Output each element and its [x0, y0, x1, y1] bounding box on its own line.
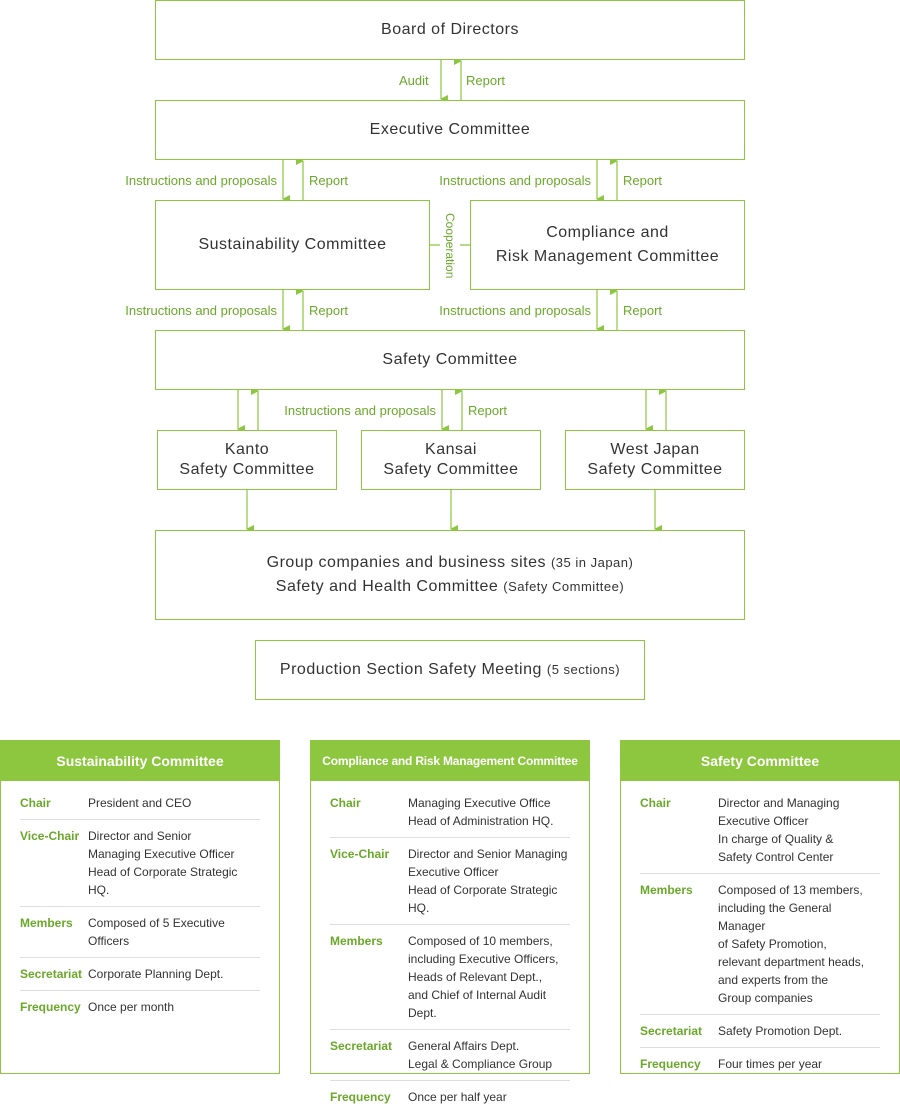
- westjapan-label-line2: Safety Committee: [587, 461, 723, 478]
- panel-row-value: Safety Promotion Dept.: [718, 1024, 843, 1038]
- panel-row-key: Frequency: [640, 1057, 701, 1071]
- report-label-comp-safety: Report: [623, 303, 663, 318]
- panel-row-value: Managing Executive Office Head of Admini…: [408, 796, 554, 828]
- panel-row-value: Composed of 13 members, including the Ge…: [718, 883, 865, 1005]
- panel-title: Sustainability Committee: [1, 741, 279, 781]
- safety-committee-label: Safety Committee: [382, 351, 518, 368]
- audit-label: Audit: [399, 73, 429, 88]
- report-label-sus-safety: Report: [309, 303, 349, 318]
- instructions-label-exec-sus: Instructions and proposals: [125, 173, 277, 188]
- panel-rows: Chair Managing Executive Office Head of A…: [311, 781, 589, 1113]
- instructions-label-comp-safety: Instructions and proposals: [439, 303, 591, 318]
- panel-row-value: General Affairs Dept. Legal & Compliance…: [408, 1039, 553, 1071]
- panel-row: Members Composed of 5 Executive Officers: [20, 907, 260, 958]
- instructions-label-safety-regional: Instructions and proposals: [284, 403, 436, 418]
- group-label-line1: Group companies and business sites: [266, 554, 547, 571]
- panel-row: Chair President and CEO: [20, 787, 260, 820]
- sustainability-committee-label: Sustainability Committee: [198, 236, 387, 253]
- panel-row: Chair Director and Managing Executive Off…: [640, 787, 880, 874]
- panel-row-value: Director and Senior Managing Executive O…: [408, 847, 568, 915]
- westjapan-safety-committee-box: West Japan Safety Committee: [565, 430, 745, 490]
- group-label-line1-note: (35 in Japan): [550, 555, 634, 570]
- compliance-label-line2: Risk Management Committee: [495, 248, 720, 265]
- panel-row-key: Secretariat: [20, 967, 83, 981]
- safety-committee-panel: Safety Committee Chair Director and Manag…: [620, 740, 900, 1074]
- production-label: Production Section Safety Meeting: [279, 661, 542, 678]
- panel-row-key: Chair: [20, 796, 51, 810]
- panel-row-value: Director and Senior Managing Executive O…: [88, 829, 238, 897]
- panel-rows: Chair President and CEO Vice-Chair Director…: [1, 781, 279, 1023]
- group-companies-box: Group companies and business sites (35 i…: [155, 530, 745, 620]
- panel-row-key: Frequency: [330, 1090, 391, 1104]
- panel-title: Safety Committee: [621, 741, 899, 781]
- kanto-safety-committee-box: Kanto Safety Committee: [157, 430, 337, 490]
- panel-row-value: President and CEO: [88, 796, 192, 810]
- panel-row-key: Secretariat: [330, 1039, 393, 1053]
- panel-row-key: Members: [640, 883, 693, 897]
- executive-committee-label: Executive Committee: [369, 121, 531, 138]
- instructions-label-exec-comp: Instructions and proposals: [439, 173, 591, 188]
- panel-row: Members Composed of 13 members, including…: [640, 874, 880, 1015]
- kansai-safety-committee-box: Kansai Safety Committee: [361, 430, 541, 490]
- kansai-label-line1: Kansai: [425, 441, 477, 458]
- safety-committee-box: Safety Committee: [155, 330, 745, 390]
- panel-row-key: Members: [20, 916, 73, 930]
- executive-committee-box: Executive Committee: [155, 100, 745, 160]
- panel-row: Chair Managing Executive Office Head of A…: [330, 787, 570, 838]
- panel-row-key: Members: [330, 934, 383, 948]
- board-of-directors-label: Board of Directors: [381, 21, 519, 38]
- panel-row: Frequency Four times per year: [640, 1048, 880, 1080]
- panel-row-value: Once per month: [88, 1000, 175, 1014]
- kanto-label-line2: Safety Committee: [179, 461, 315, 478]
- group-line2: Safety and Health Committee (Safety Comm…: [276, 575, 624, 599]
- panel-row: Vice-Chair Director and Senior Managing E…: [20, 820, 260, 907]
- report-label-board: Report: [466, 73, 506, 88]
- board-of-directors-box: Board of Directors: [155, 0, 745, 60]
- report-label-safety-regional: Report: [468, 403, 508, 418]
- instructions-label-sus-safety: Instructions and proposals: [125, 303, 277, 318]
- kanto-label-line1: Kanto: [224, 441, 270, 458]
- panel-row-key: Frequency: [20, 1000, 81, 1014]
- panel-row-key: Chair: [330, 796, 361, 810]
- panel-row-value: Corporate Planning Dept.: [88, 967, 224, 981]
- panel-title: Compliance and Risk Management Committee: [311, 741, 589, 781]
- report-label-exec-sus: Report: [309, 173, 349, 188]
- panel-row: Secretariat General Affairs Dept. Legal &…: [330, 1030, 570, 1081]
- production-section-box: Production Section Safety Meeting (5 sec…: [255, 640, 645, 700]
- panel-row: Vice-Chair Director and Senior Managing E…: [330, 838, 570, 925]
- panel-row-value: Once per half year: [408, 1090, 507, 1104]
- panel-row-key: Secretariat: [640, 1024, 703, 1038]
- compliance-label-line1: Compliance and: [546, 224, 669, 241]
- panel-row-value: Composed of 5 Executive Officers: [88, 916, 225, 948]
- panel-row-key: Vice-Chair: [20, 829, 80, 843]
- sustainability-committee-box: Sustainability Committee: [155, 200, 430, 290]
- cooperation-label: Cooperation: [440, 204, 460, 288]
- compliance-committee-panel: Compliance and Risk Management Committee…: [310, 740, 590, 1104]
- connector-lines: [237, 57, 667, 533]
- panel-row-value: Composed of 10 members, including Execut…: [408, 934, 559, 1020]
- production-label-note: (5 sections): [546, 662, 621, 677]
- panel-row-key: Chair: [640, 796, 671, 810]
- group-label-line2-note: (Safety Committee): [503, 579, 625, 594]
- panel-row-key: Vice-Chair: [330, 847, 390, 861]
- group-label-line2: Safety and Health Committee: [275, 578, 499, 595]
- panel-row: Frequency Once per half year: [330, 1081, 570, 1113]
- panel-row-value: Four times per year: [718, 1057, 823, 1071]
- panel-row: Frequency Once per month: [20, 991, 260, 1023]
- kansai-label-line2: Safety Committee: [383, 461, 519, 478]
- report-label-exec-comp: Report: [623, 173, 663, 188]
- compliance-committee-box: Compliance and Risk Management Committee: [470, 200, 745, 290]
- sustainability-committee-panel: Sustainability Committee Chair President …: [0, 740, 280, 1074]
- panel-row: Secretariat Corporate Planning Dept.: [20, 958, 260, 991]
- panel-row: Members Composed of 10 members, including…: [330, 925, 570, 1030]
- westjapan-label-line1: West Japan: [610, 441, 700, 458]
- panel-rows: Chair Director and Managing Executive Off…: [621, 781, 899, 1080]
- panel-row-value: Director and Managing Executive Officer …: [718, 796, 840, 864]
- group-line1: Group companies and business sites (35 i…: [267, 551, 634, 575]
- panel-row: Secretariat Safety Promotion Dept.: [640, 1015, 880, 1048]
